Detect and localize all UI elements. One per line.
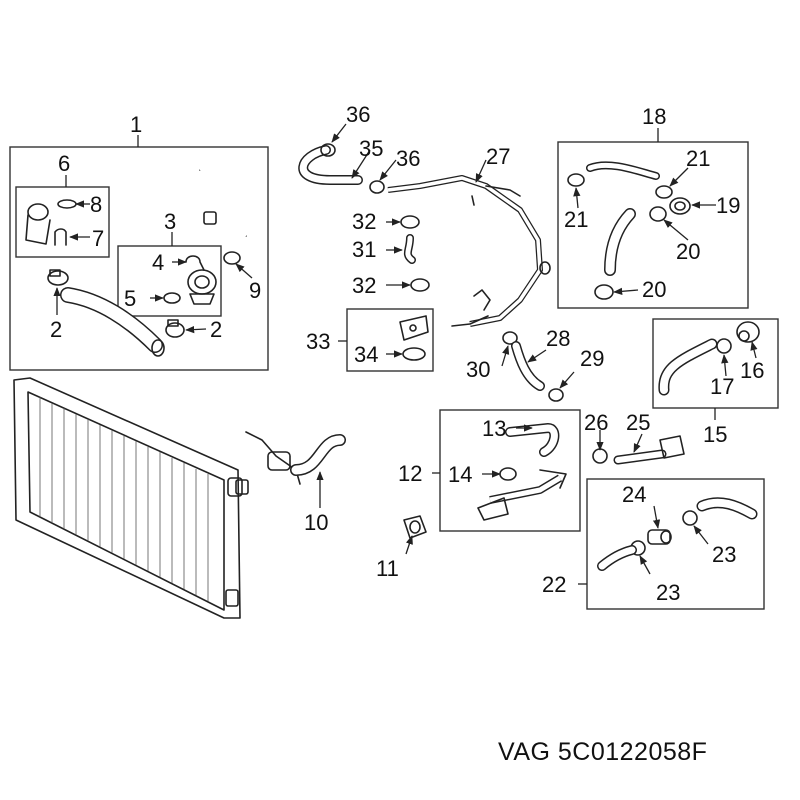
clamp-part-26 [592,448,608,464]
hose-part-22-lower [597,545,637,571]
clamp-part-32-upper [400,215,420,229]
callout-14: 14 [448,462,472,487]
callout-30: 30 [466,357,490,382]
wire-clip-part-4 [185,255,205,271]
clamp-part-30 [502,331,518,345]
callout-20b: 20 [642,277,666,302]
callout-27: 27 [486,144,510,169]
clamp-part-36-left [320,143,336,157]
callout-33: 33 [306,329,330,354]
hose-part-28 [511,341,545,391]
pipe-part-12 [477,469,567,521]
callout-7: 7 [92,226,104,251]
clamp-part-2-lower [165,319,185,338]
callout-35: 35 [359,136,383,161]
hose-part-22-upper [696,497,758,520]
group-box-1 [9,146,269,371]
hose-part-35 [298,145,363,185]
flange-part-33 [399,315,429,341]
group-box-6 [15,186,110,258]
callout-36a: 36 [346,102,370,127]
clamp-part-21-right [655,185,673,199]
clip-part-7 [54,228,67,246]
gasket-part-34 [402,347,426,361]
hose-upper-group-1 [198,163,248,239]
clamp-part-9 [223,251,241,265]
pipe-housing-part-8 [25,203,51,245]
callout-3: 3 [164,209,176,234]
pipe-part-27 [387,175,551,327]
fitting-part-19 [669,197,691,215]
callout-32b: 32 [352,273,376,298]
clamp-part-2-upper [47,269,69,286]
valve-part-24 [647,529,672,545]
callout-19: 19 [716,193,740,218]
callout-23b: 23 [656,580,680,605]
callout-10: 10 [304,510,328,535]
clamp-part-29 [548,388,564,402]
callout-15: 15 [703,422,727,447]
hose-part-21-upper [586,161,660,180]
callout-2a: 2 [50,317,62,342]
group-box-33 [346,308,434,372]
hose-part-25 [613,435,685,465]
callout-labels: 1 6 3 8 7 4 5 2 2 9 10 11 36 35 36 27 32… [50,102,764,605]
hose-part-31 [403,234,416,264]
hose-part-13 [505,422,560,457]
callout-24: 24 [622,482,646,507]
part-number-caption: VAG 5C0122058F [498,738,708,766]
clamp-part-21-left [567,173,585,187]
callout-32a: 32 [352,209,376,234]
callout-31: 31 [352,237,376,262]
callout-20a: 20 [676,239,700,264]
clamp-part-23-upper [682,510,698,526]
thermostat-housing-part-3 [187,269,217,305]
callout-23a: 23 [712,542,736,567]
callout-18: 18 [642,104,666,129]
callout-13: 13 [482,416,506,441]
fitting-part-16 [736,321,760,343]
callout-34: 34 [354,342,378,367]
radiator [13,377,249,619]
callout-16: 16 [740,358,764,383]
hose-part-10 [245,431,346,485]
group-box-3 [117,245,222,317]
hose-part-15 [658,338,718,396]
clamp-part-17 [716,338,732,354]
o-ring-part-5 [163,292,181,304]
callout-21a: 21 [564,207,588,232]
callout-29: 29 [580,346,604,371]
clamp-part-14 [499,467,517,481]
callout-1: 1 [130,112,142,137]
hose-lower-group-1 [60,287,165,357]
callout-36b: 36 [396,146,420,171]
o-ring-part-8 [57,199,77,209]
clamp-part-36-right [369,180,385,194]
callout-5: 5 [124,286,136,311]
hose-part-18 [604,208,636,276]
clamp-part-11 [403,515,427,539]
callout-4: 4 [152,250,164,275]
leader-lines [53,123,758,585]
callout-21b: 21 [686,146,710,171]
clamp-part-20-lower [594,284,614,300]
callout-28: 28 [546,326,570,351]
callout-9: 9 [249,278,261,303]
group-box-12 [439,409,581,532]
clamp-part-20-upper [649,206,667,222]
group-box-18 [557,141,749,309]
callout-25: 25 [626,410,650,435]
clamp-part-32-lower [410,278,430,292]
callout-6: 6 [58,151,70,176]
callout-22: 22 [542,572,566,597]
callout-2b: 2 [210,317,222,342]
group-box-22 [586,478,765,610]
callout-11: 11 [376,556,399,581]
callout-12: 12 [398,461,422,486]
callout-8: 8 [90,192,102,217]
callout-26: 26 [584,410,608,435]
callout-17: 17 [710,374,734,399]
